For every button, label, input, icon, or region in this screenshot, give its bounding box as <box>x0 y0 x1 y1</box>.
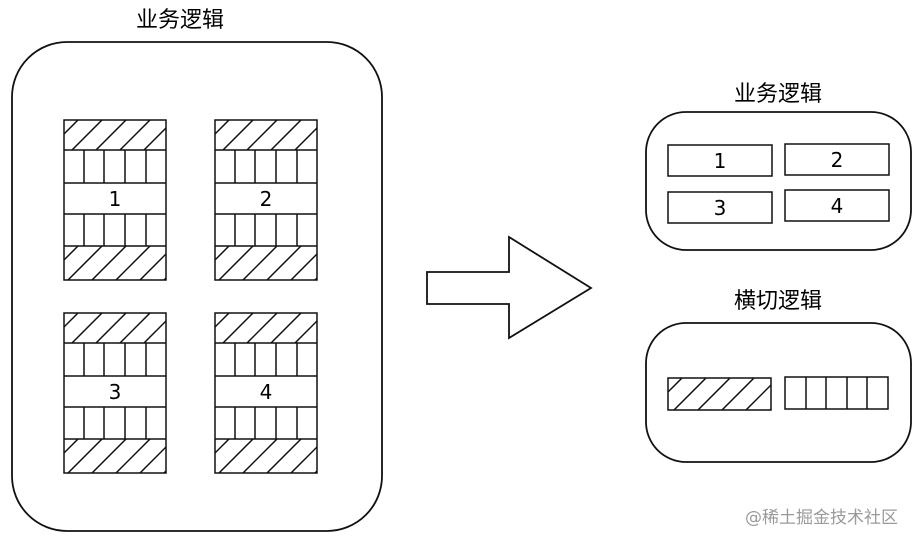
module-1: 1 <box>63 119 167 281</box>
vertical-stripes-icon <box>83 150 147 183</box>
module-label: 2 <box>260 187 273 211</box>
diagonal-hatch-icon <box>215 439 317 473</box>
vertical-stripes-icon <box>83 343 147 376</box>
logic-box-label: 4 <box>831 194 844 218</box>
logic-box-2 <box>784 143 890 176</box>
right-top-group-title: 业务逻辑 <box>734 82 822 107</box>
module-3: 3 <box>63 312 167 474</box>
logic-box-label: 1 <box>714 149 727 173</box>
diagonal-hatch-icon <box>64 313 166 343</box>
logic-box-3 <box>667 191 773 224</box>
module-4: 4 <box>214 312 318 474</box>
vertical-stripes-icon <box>805 377 868 409</box>
diagonal-hatch-icon <box>668 378 771 410</box>
crosscut-stripes-box <box>784 376 889 410</box>
module-label: 4 <box>260 380 273 404</box>
vertical-stripes-icon <box>234 150 298 183</box>
crosscut-hatch-box <box>667 377 772 411</box>
diagonal-hatch-icon <box>64 120 166 150</box>
diagonal-hatch-icon <box>64 246 166 280</box>
diagonal-hatch-icon <box>64 439 166 473</box>
vertical-stripes-icon <box>234 407 298 439</box>
vertical-stripes-icon <box>83 407 147 439</box>
module-2: 2 <box>214 119 318 281</box>
logic-box-label: 2 <box>831 148 844 172</box>
logic-box-label: 3 <box>714 196 727 220</box>
vertical-stripes-icon <box>234 343 298 376</box>
diagonal-hatch-icon <box>215 120 317 150</box>
right-bottom-group-container <box>645 322 912 463</box>
left-group-container <box>11 41 383 532</box>
right-top-group-container <box>645 111 912 251</box>
right-arrow-icon <box>426 235 593 340</box>
left-group-title: 业务逻辑 <box>136 8 224 33</box>
diagonal-hatch-icon <box>215 313 317 343</box>
logic-box-4 <box>784 189 890 222</box>
module-label: 1 <box>109 187 122 211</box>
logic-box-1 <box>667 144 773 177</box>
vertical-stripes-icon <box>83 214 147 246</box>
right-bottom-group-title: 横切逻辑 <box>734 289 822 314</box>
diagonal-hatch-icon <box>215 246 317 280</box>
watermark-text: @稀土掘金技术社区 <box>745 508 898 528</box>
module-label: 3 <box>109 380 122 404</box>
vertical-stripes-icon <box>234 214 298 246</box>
